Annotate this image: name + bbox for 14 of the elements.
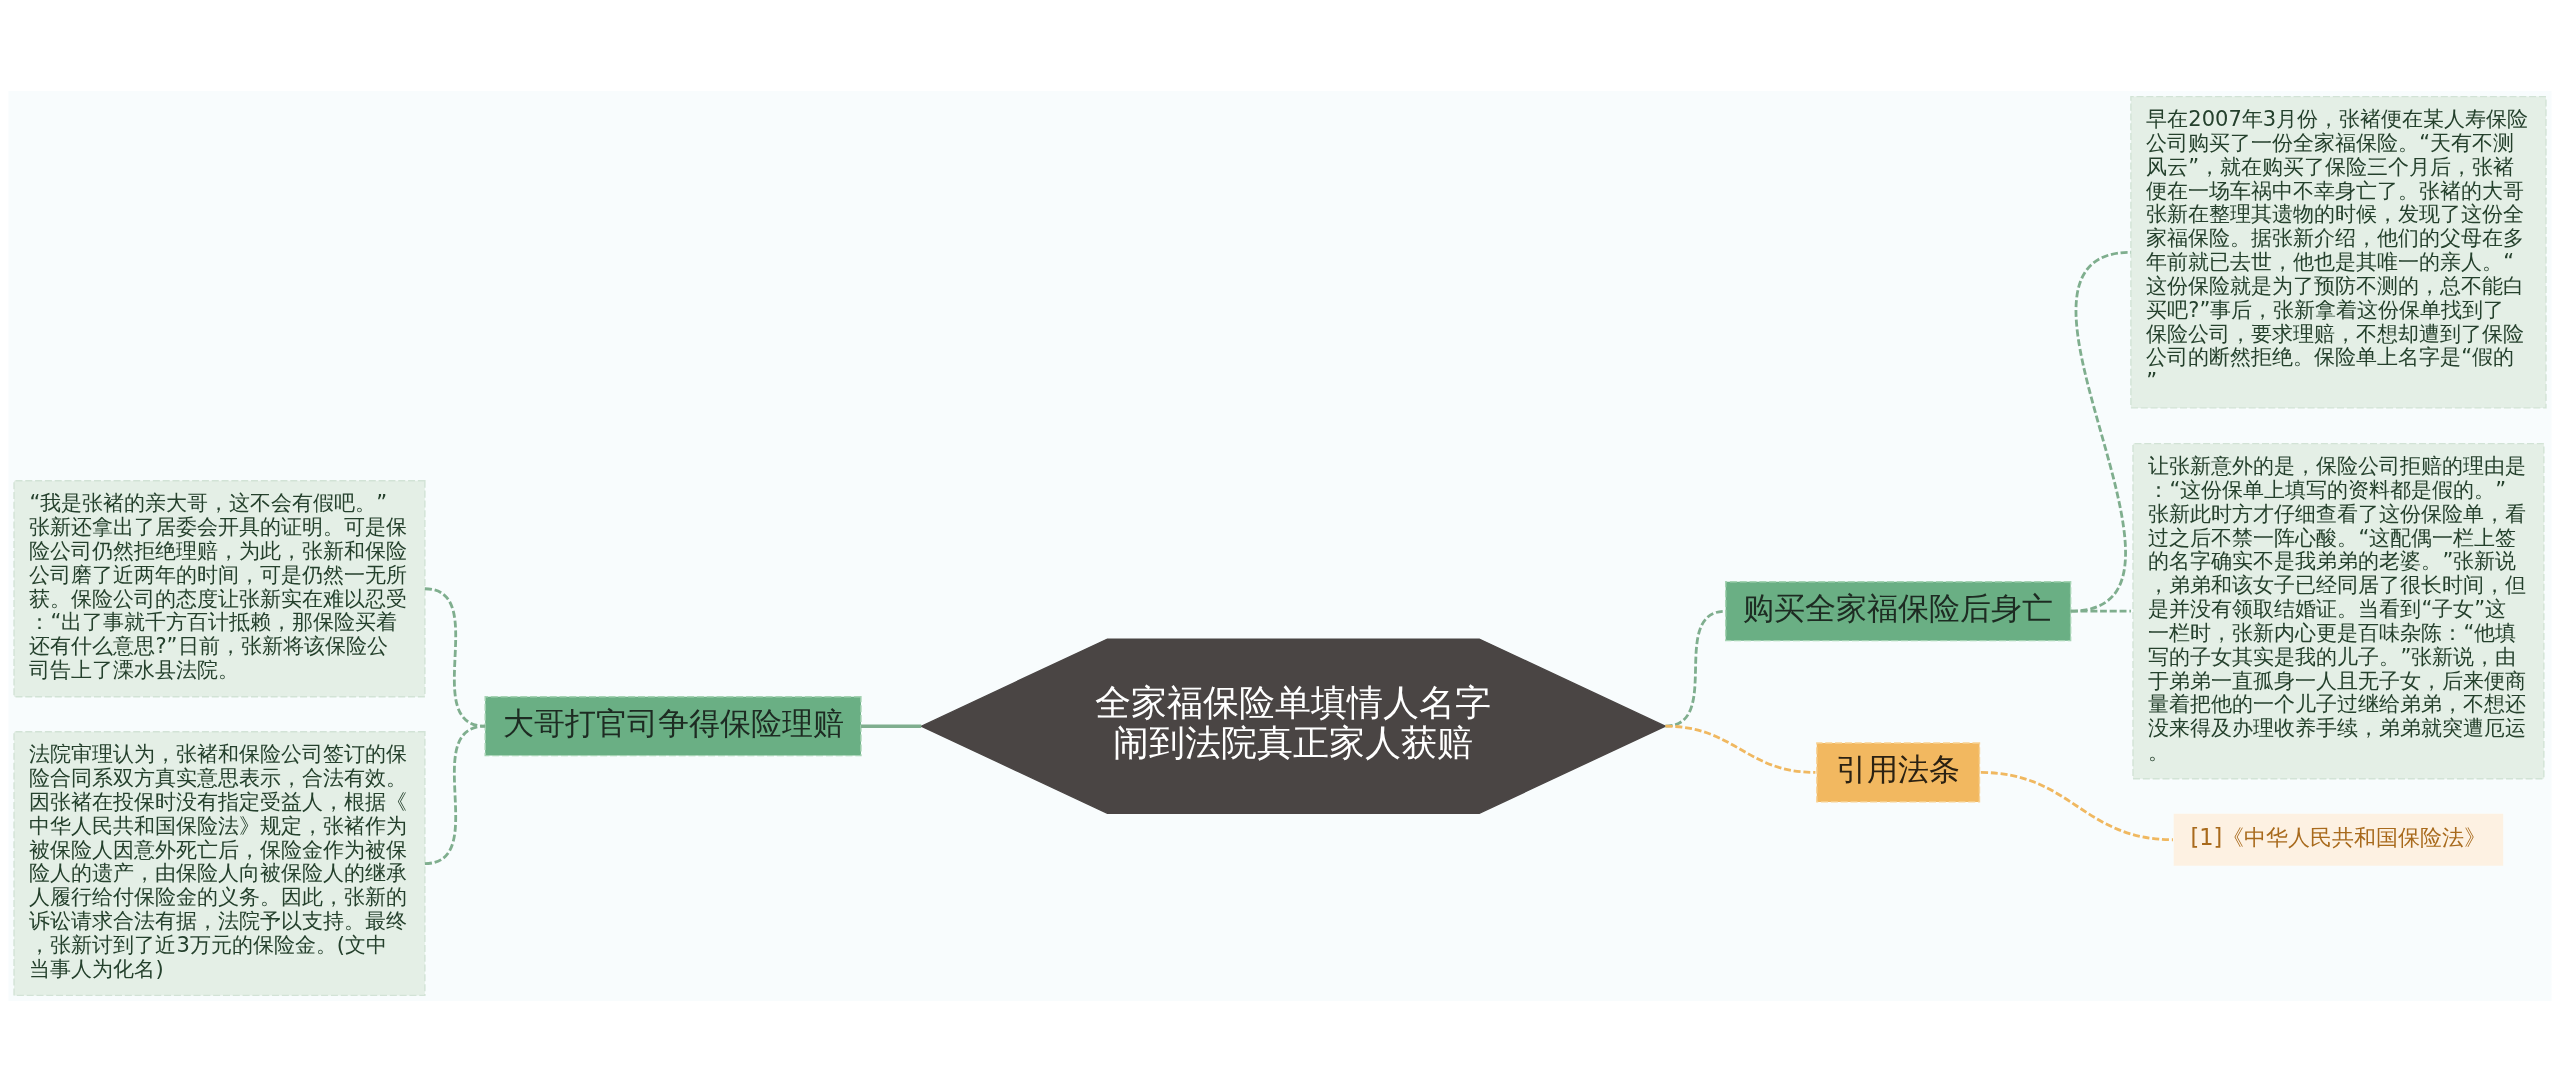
node-box: 购买全家福保险后身亡 — [1725, 580, 2072, 641]
node-box: 早在2007年3月份，张褚便在某人寿保险公司购买了一份全家福保险。“天有不测风云”，就在购买了保险三个月后，张褚便在一场车祸中不幸身亡了。张褚的大哥张新在整理其遗物的时候，发现了这份全家福保险。据张新介绍，他们的父母在多年前就已去世，他也是其唯一的亲人。“这份保险就是为了预防不测的，总不能白买吧?”事后，张新拿着这份保单找到了保险公司，要求理赔，不想却遭到了保险公司的断然拒绝。保险单上名字是“假的” — [2130, 95, 2547, 409]
node-box: 大哥打官司争得保险理赔 — [484, 695, 862, 756]
connector — [1980, 770, 2174, 841]
node-box: 引用法条 — [1816, 741, 1981, 803]
node-box: 让张新意外的是，保险公司拒赔的理由是：“这份保单上填写的资料都是假的。”张新此时方才仔细查看了这份保险单，看过之后不禁一阵心酸。“这配偶一栏上签的名字确实不是我弟弟的老婆。”张新说，弟弟和该女子已经同居了很长时间，但是并没有领取结婚证。当看到“子女”这一栏时，张新内心更是百味杂陈：“他填写的子女其实是我的儿子。”张新说，由于弟弟一直孤身一人且无子女，后来便商量着把他的一个儿子过继给弟弟，不想还没来得及办理收养手续，弟弟就突遭厄运。 — [2132, 442, 2545, 779]
connector — [2070, 250, 2132, 613]
node-box: “我是张褚的亲大哥，这不会有假吧。”张新还拿出了居委会开具的证明。可是保险公司仍然拒绝理赔，为此，张新和保险公司磨了近两年的时间，可是仍然一无所获。保险公司的态度让张新实在难以忍受：“出了事就千方百计抵赖，那保险买着还有什么意思?”日前，张新将该保险公司告上了溧水县法院。 — [13, 479, 426, 697]
node-box: 法院审理认为，张褚和保险公司签订的保险合同系双方真实意思表示，合法有效。因张褚在投保时没有指定受益人，根据《中华人民共和国保险法》规定，张褚作为被保险人因意外死亡后，保险金作为被保险人的遗产，由保险人向被保险人的继承人履行给付保险金的义务。因此，张新的诉讼请求合法有据，法院予以支持。最终，张新讨到了近3万元的保险金。(文中当事人为化名) — [13, 730, 426, 996]
connector — [860, 723, 922, 728]
connector — [2070, 609, 2131, 613]
connector — [1665, 724, 1816, 774]
connector — [424, 724, 486, 865]
node-box: [1]《中华人民共和国保险法》 — [2173, 813, 2504, 866]
